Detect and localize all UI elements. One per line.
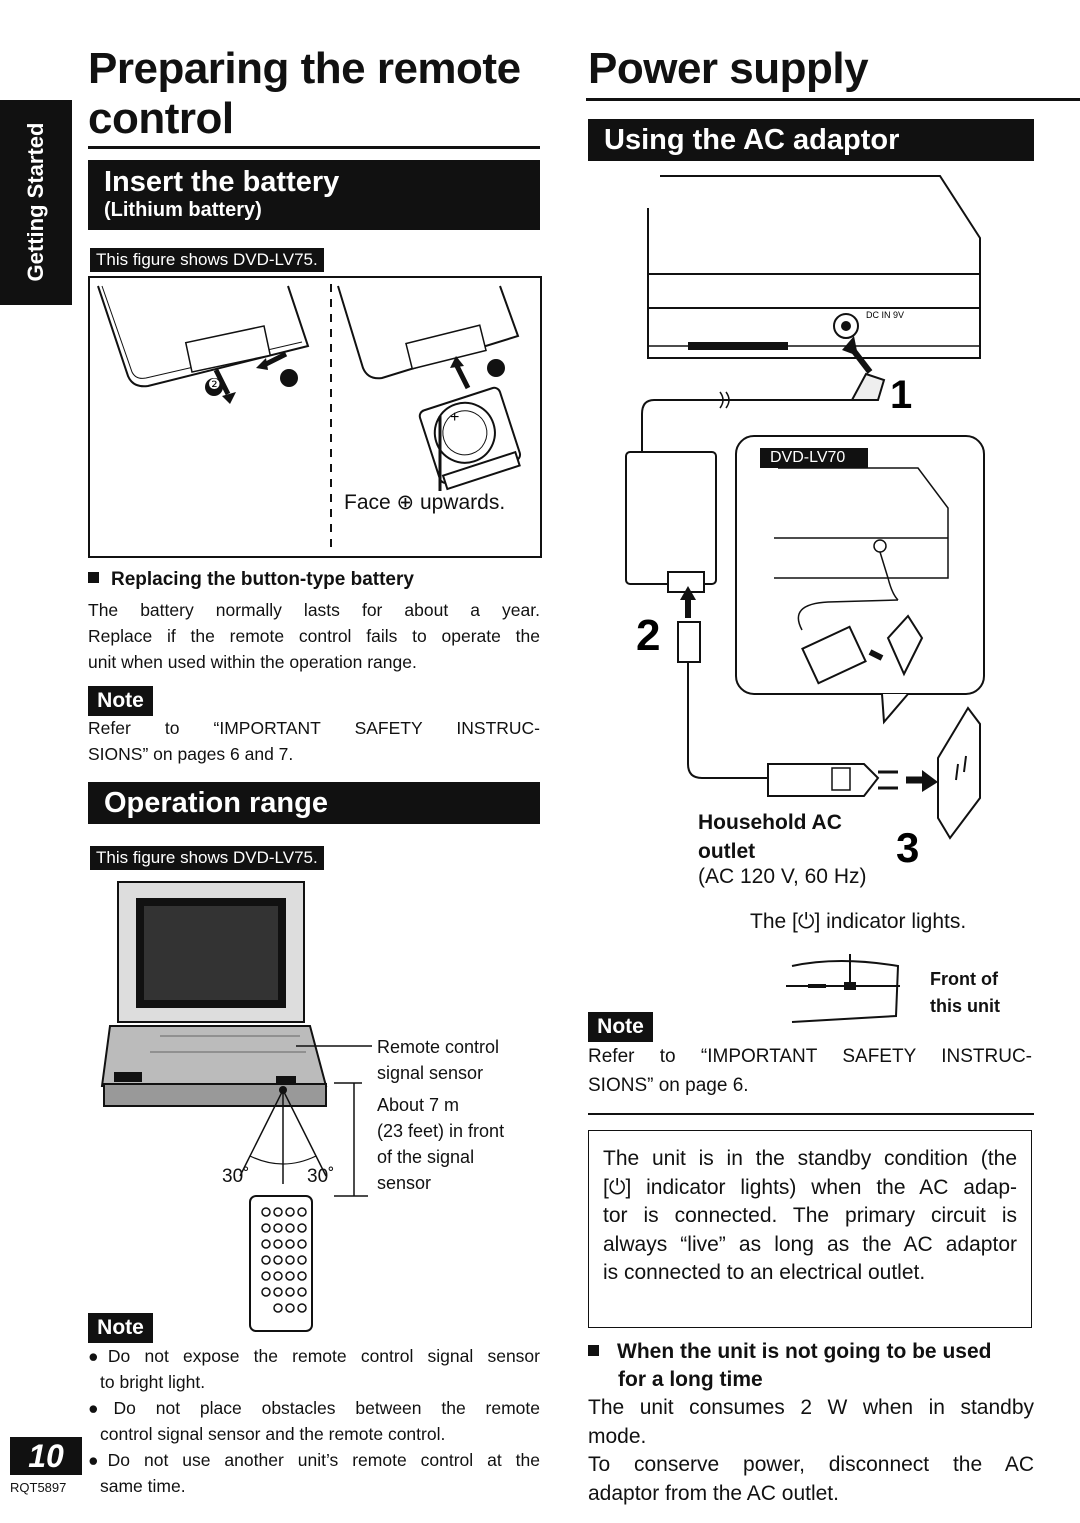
standby-line-1: The unit is in the standby condition (th…: [603, 1147, 1017, 1170]
long-time-body: The unit consumes 2 W when in standby mo…: [588, 1394, 1034, 1508]
operation-range-figure: Remote control signal sensor About 7 m (…: [100, 876, 540, 1336]
note-text-1: Refer to “IMPORTANT SAFETY INSTRUC- SION…: [88, 715, 540, 767]
long-time-heading-line-2: for a long time: [618, 1368, 763, 1391]
distance-line-3: of the signal: [377, 1147, 475, 1167]
svg-text:+: +: [450, 409, 459, 426]
front-label-line-2: this unit: [930, 996, 1000, 1016]
front-unit-illustration: [786, 954, 900, 1023]
sensor-label-line-2: signal sensor: [377, 1063, 484, 1083]
page-number: 10: [10, 1437, 82, 1475]
operation-range-heading: Operation range: [88, 782, 540, 824]
battery-illustration: +: [88, 276, 542, 558]
note-tag-3: Note: [588, 1012, 653, 1042]
ac-adaptor-heading: Using the AC adaptor: [588, 119, 1034, 161]
long-time-line-1: The unit consumes 2 W when in standby: [588, 1396, 1034, 1419]
doc-code: RQT5897: [10, 1480, 67, 1495]
face-upwards-text: Face ⊕ upwards.: [344, 491, 506, 514]
distance-line-2: (23 feet) in front: [377, 1121, 505, 1141]
player-remote-illustration: [100, 881, 372, 1332]
note-3-line-1: Refer to “IMPORTANT SAFETY INSTRUC-: [588, 1046, 1032, 1067]
title-rule-left: [88, 146, 540, 149]
title-line-1: Preparing the remote: [88, 44, 521, 93]
note-3-line-2: SIONS” on page 6.: [588, 1075, 749, 1096]
angle-right-label: 30˚: [307, 1166, 335, 1187]
standby-line-5: is connected to an electrical outlet.: [603, 1261, 926, 1284]
title-line-2: control: [88, 94, 234, 143]
long-time-heading: When the unit is not going to be used fo…: [588, 1338, 1034, 1394]
note-2-line-1: ●Do not expose the remote control signal…: [88, 1346, 540, 1366]
long-time-heading-line-1: When the unit is not going to be used: [617, 1340, 992, 1363]
step-1-number: 1: [890, 373, 912, 417]
note-2-line-4: control signal sensor and the remote con…: [100, 1424, 446, 1444]
model-label: DVD-LV70: [770, 449, 846, 466]
replacing-line-2: Replace if the remote control fails to o…: [88, 626, 540, 646]
replacing-line-3: unit when used within the operation rang…: [88, 652, 417, 672]
page-title-left: Preparing the remote control: [88, 44, 521, 144]
note-2-line-2: to bright light.: [100, 1372, 206, 1392]
ac-adaptor-figure: DC IN 9V 1 2 3: [588, 168, 1040, 888]
note-2-line-6: same time.: [100, 1476, 186, 1496]
front-label-line-1: Front of: [930, 969, 998, 989]
distance-line-1: About 7 m: [377, 1095, 460, 1115]
step-3-number: 3: [896, 824, 919, 871]
replacing-battery-heading: Replacing the button-type battery: [88, 569, 414, 591]
divider-rule: [588, 1113, 1034, 1115]
insert-battery-heading-bar: Insert the battery (Lithium battery): [88, 160, 540, 230]
standby-info-box: The unit is in the standby condition (th…: [588, 1130, 1032, 1328]
note-2-line-3: ●Do not place obstacles between the remo…: [88, 1398, 540, 1418]
section-side-tab: Getting Started: [0, 100, 72, 305]
step-label-2: ❷: [208, 376, 221, 392]
distance-line-4: sensor: [377, 1173, 432, 1193]
figure-caption-battery: This figure shows DVD-LV75.: [90, 248, 324, 272]
outlet-label: Household AC outlet: [698, 808, 842, 866]
outlet-label-line-1: Household AC: [698, 811, 842, 834]
page-title-right: Power supply: [588, 44, 869, 93]
angle-left-label: 30˚: [222, 1166, 250, 1187]
front-of-unit-label: Front of this unit: [930, 966, 1000, 1020]
front-unit-figure: [778, 952, 908, 1026]
sensor-label: Remote control signal sensor: [377, 1034, 499, 1086]
note-1-line-1: Refer to “IMPORTANT SAFETY INSTRUC-: [88, 718, 540, 738]
note-tag-1: Note: [88, 686, 153, 716]
distance-label: About 7 m (23 feet) in front of the sign…: [377, 1092, 504, 1196]
standby-line-3: tor is connected. The primary circuit is: [603, 1204, 1017, 1227]
note-2-line-5: ●Do not use another unit’s remote contro…: [88, 1450, 540, 1470]
standby-line-2: [⏻] indicator lights) when the AC adap-: [603, 1175, 1017, 1199]
indicator-text: The [⏻] indicator lights.: [750, 910, 967, 933]
note-text-2: ●Do not expose the remote control signal…: [88, 1343, 540, 1499]
battery-figure: + Face ⊕ upwards. ❷: [88, 276, 542, 558]
standby-line-4: always “live” as long as the AC adaptor: [603, 1232, 1017, 1256]
outlet-spec: (AC 120 V, 60 Hz): [698, 865, 867, 888]
square-bullet-icon: [588, 1345, 599, 1356]
title-rule-right: [586, 98, 1080, 101]
insert-battery-heading: Insert the battery: [104, 166, 340, 198]
note-text-3: Refer to “IMPORTANT SAFETY INSTRUC- SION…: [588, 1042, 1032, 1100]
ac-adaptor-illustration: DC IN 9V 1 2 3: [625, 175, 985, 871]
replacing-battery-body: The battery normally lasts for about a y…: [88, 597, 540, 675]
svg-text:DC IN 9V: DC IN 9V: [866, 310, 904, 320]
figure-caption-operation: This figure shows DVD-LV75.: [90, 846, 324, 870]
square-bullet-icon: [88, 572, 99, 583]
sensor-label-line-1: Remote control: [377, 1037, 500, 1057]
note-tag-2: Note: [88, 1313, 153, 1343]
replacing-line-1: The battery normally lasts for about a y…: [88, 600, 540, 620]
long-time-line-4: adaptor from the AC outlet.: [588, 1481, 839, 1505]
note-1-line-2: SIONS” on pages 6 and 7.: [88, 744, 294, 764]
long-time-line-3: To conserve power, disconnect the AC: [588, 1453, 1034, 1476]
side-tab-label: Getting Started: [23, 122, 48, 282]
long-time-line-2: mode.: [588, 1424, 647, 1448]
replacing-heading-text: Replacing the button-type battery: [111, 569, 414, 590]
outlet-label-line-2: outlet: [698, 840, 756, 863]
insert-battery-subheading: (Lithium battery): [104, 199, 262, 221]
step-2-number: 2: [636, 611, 660, 660]
